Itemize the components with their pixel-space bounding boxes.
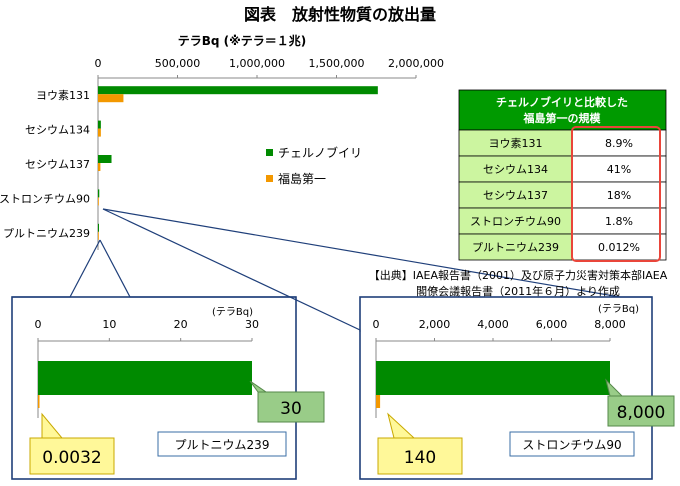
main-chart: テラBq (※テラ＝１兆) 0 500,000 1,000,000 1,500,000… <box>0 33 444 250</box>
legend-label-fukushima: 福島第一 <box>278 171 326 186</box>
legend-swatch-fukushima <box>266 175 273 182</box>
inset-plutonium-chernobyl-box <box>257 391 325 423</box>
table-value-cell <box>571 155 667 183</box>
bar-chernobyl <box>98 86 378 95</box>
legend: チェルノブイリ 福島第一 <box>266 145 362 186</box>
main-category-label: セシウム134 <box>25 124 90 137</box>
table-value: 18% <box>607 189 631 202</box>
inset-x-tick-label: 30 <box>245 318 259 331</box>
bar-chernobyl <box>98 223 99 232</box>
inset-strontium-unit: (テラBq) <box>598 303 639 315</box>
table-value: 8.9% <box>605 137 633 150</box>
connector-plutonium <box>12 239 101 298</box>
table-value-cell <box>571 181 667 209</box>
inset-plutonium-chernobyl-callout <box>249 380 268 393</box>
inset-x-tick-label: 10 <box>102 318 116 331</box>
inset-strontium-category-box <box>509 431 635 457</box>
main-x-tick-label: 0 <box>95 57 102 70</box>
main-x-tick-label: 1,500,000 <box>309 57 365 70</box>
inset-x-tick-label: 4,000 <box>477 318 509 331</box>
table-header-cell <box>458 89 667 131</box>
inset-strontium-fukushima-callout <box>387 412 416 439</box>
main-axes <box>97 77 416 250</box>
inset-strontium-chernobyl-box <box>607 395 675 427</box>
main-category-label: ストロンチウム90 <box>0 192 90 205</box>
inset-strontium-plot: 0 2,000 4,000 6,000 8,000 <box>373 318 626 418</box>
table-name: セシウム137 <box>483 189 548 202</box>
table-value: 1.8% <box>605 215 633 228</box>
legend-label-chernobyl: チェルノブイリ <box>278 145 362 160</box>
table-rows: ヨウ素131 8.9% セシウム134 41% セシウム137 18% ストロンチウム90 1… <box>458 129 667 261</box>
table-name-cell <box>458 129 573 157</box>
inset-plutonium-category-label: プルトニウム239 <box>175 438 270 452</box>
table-name: セシウム134 <box>483 163 548 176</box>
table-name-cell <box>458 233 573 261</box>
main-x-ticks: 0 500,000 1,000,000 1,500,000 2,000,000 <box>95 57 444 78</box>
inset-strontium: (テラBq) 0 2,000 4,000 6,000 8,000 ストロンチウム90 8… <box>359 296 675 480</box>
main-x-tick-label: 2,000,000 <box>388 57 444 70</box>
bar-fukushima <box>98 128 101 137</box>
figure-title: 図表 放射性物質の放出量 <box>244 5 436 24</box>
table-value: 41% <box>607 163 631 176</box>
table-highlight-box <box>571 126 661 262</box>
table-name-cell <box>458 155 573 183</box>
inset-strontium-fukushima-value: 140 <box>404 448 436 468</box>
inset-plutonium-fukushima-box <box>29 437 115 475</box>
bar-fukushima <box>98 197 99 206</box>
inset-plutonium-fukushima-value: 0.0032 <box>42 448 101 468</box>
inset-x-tick-label: 2,000 <box>419 318 451 331</box>
main-category-label: ヨウ素131 <box>36 89 90 102</box>
inset-x-tick-label: 8,000 <box>594 318 626 331</box>
inset-plutonium-category-box <box>157 431 287 457</box>
inset-strontium-chernobyl-value: 8,000 <box>617 403 666 423</box>
inset-strontium-category-label: ストロンチウム90 <box>522 438 621 452</box>
inset-plutonium-chernobyl-value: 30 <box>280 399 302 419</box>
main-x-tick-label: 1,000,000 <box>229 57 285 70</box>
main-x-tick-label: 500,000 <box>155 57 201 70</box>
inset-x-tick-label: 6,000 <box>536 318 568 331</box>
inset-x-tick-label: 0 <box>373 318 380 331</box>
main-bars <box>98 86 378 240</box>
inset-bar-fukushima <box>376 395 381 408</box>
main-x-axis-label: テラBq (※テラ＝１兆) <box>178 33 307 48</box>
inset-strontium-fukushima-box <box>377 437 463 475</box>
source-line-1: 【出典】IAEA報告書（2001）及び原子力災害対策本部IAEA <box>369 268 668 282</box>
inset-plutonium-frame <box>11 296 297 480</box>
main-category-label: プルトニウム239 <box>3 227 90 240</box>
inset-plutonium-fukushima-callout <box>41 412 64 439</box>
ratio-table: チェルノブイリと比較した 福島第一の規模 ヨウ素131 8.9% セシウム134 41… <box>458 89 667 262</box>
inset-plutonium-plot: 0 10 20 30 <box>35 318 259 418</box>
table-value: 0.012% <box>598 241 640 254</box>
bar-chernobyl <box>98 120 101 129</box>
inset-plutonium-unit: (テラBq) <box>212 306 253 318</box>
table-name-cell <box>458 181 573 209</box>
table-header-line2: 福島第一の規模 <box>523 111 602 125</box>
inset-bar-chernobyl <box>376 361 610 395</box>
main-category-labels: ヨウ素131 セシウム134 セシウム137 ストロンチウム90 プルトニウム239 <box>0 89 90 240</box>
bar-chernobyl <box>98 189 100 198</box>
table-name: ストロンチウム90 <box>470 215 561 228</box>
table-name: ヨウ素131 <box>489 137 543 150</box>
bar-fukushima <box>98 231 99 240</box>
inset-bar-fukushima <box>38 395 40 408</box>
source-line-2: 閣僚会議報告書（2011年６月）より作成 <box>416 284 620 298</box>
inset-x-tick-label: 20 <box>174 318 188 331</box>
main-category-label: セシウム137 <box>25 158 90 171</box>
bar-fukushima <box>98 94 124 103</box>
inset-x-tick-label: 0 <box>35 318 42 331</box>
bar-chernobyl <box>98 155 112 163</box>
table-value-cell <box>571 207 667 235</box>
inset-plutonium: (テラBq) 0 10 20 30 プルトニウム239 30 0.0032 <box>11 296 325 480</box>
inset-bar-chernobyl <box>38 361 252 395</box>
connector-plutonium-right <box>99 239 296 298</box>
inset-strontium-frame <box>359 296 653 480</box>
legend-swatch-chernobyl <box>266 149 273 156</box>
table-name: プルトニウム239 <box>472 241 559 254</box>
table-header-line1: チェルノブイリと比較した <box>496 95 628 109</box>
bar-fukushima <box>98 163 101 171</box>
